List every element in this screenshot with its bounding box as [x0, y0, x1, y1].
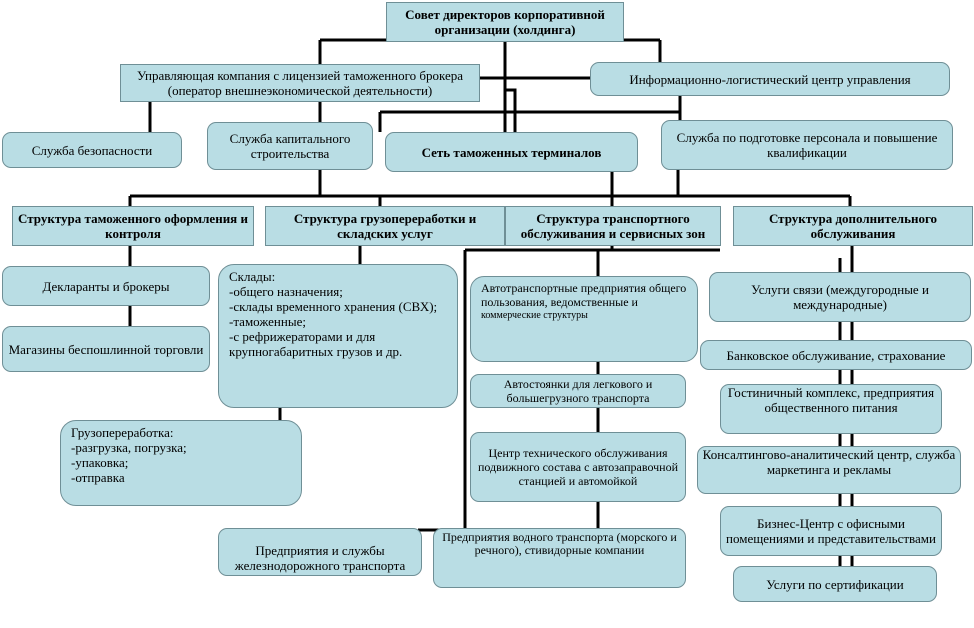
info-logistics-center-box: Информационно-логистический центр управл…: [590, 62, 950, 96]
parking-box: Автостоянки для легкового и большегрузно…: [470, 374, 686, 408]
capital-construction-box: Служба капитального строительства: [207, 122, 373, 170]
declarants-box: Декларанты и брокеры: [2, 266, 210, 306]
board-box: Совет директоров корпоративной организац…: [386, 2, 624, 42]
road-transport-box: Автотранспортные предприятия общего поль…: [470, 276, 698, 362]
training-service-box: Служба по подготовке персонала и повышен…: [661, 120, 953, 170]
security-service-box: Служба безопасности: [2, 132, 182, 168]
road-transport-sub-text: коммерческие структуры: [481, 310, 588, 321]
certification-box: Услуги по сертификации: [733, 566, 937, 602]
road-transport-main-text: Автотранспортные предприятия общего поль…: [481, 281, 687, 309]
service-center-box: Центр технического обслуживания подвижно…: [470, 432, 686, 502]
water-transport-box: Предприятия водного транспорта (морского…: [433, 528, 686, 588]
duty-free-box: Магазины беспошлинной торговли: [2, 326, 210, 372]
communications-box: Услуги связи (междугородные и международ…: [709, 272, 971, 322]
customs-structure-box: Структура таможенного оформления и контр…: [12, 206, 254, 246]
additional-structure-box: Структура дополнительного обслуживания: [733, 206, 973, 246]
management-company-box: Управляющая компания с лицензией таможен…: [120, 64, 480, 102]
warehouses-box: Склады: -общего назначения; -склады врем…: [218, 264, 458, 408]
cargo-structure-box: Структура грузопереработки и складских у…: [265, 206, 505, 246]
banking-box: Банковское обслуживание, страхование: [700, 340, 972, 370]
cargo-handling-box: Грузопереработка: -разгрузка, погрузка; …: [60, 420, 302, 506]
business-center-box: Бизнес-Центр с офисными помещениями и пр…: [720, 506, 942, 556]
hotel-box: Гостиничный комплекс, предприятия общест…: [720, 384, 942, 434]
rail-transport-box: Предприятия и службы железнодорожного тр…: [218, 528, 422, 576]
transport-structure-box: Структура транспортного обслуживания и с…: [505, 206, 721, 246]
consulting-box: Консалтингово-аналитический центр, служб…: [697, 446, 961, 494]
customs-terminals-box: Сеть таможенных терминалов: [385, 132, 638, 172]
